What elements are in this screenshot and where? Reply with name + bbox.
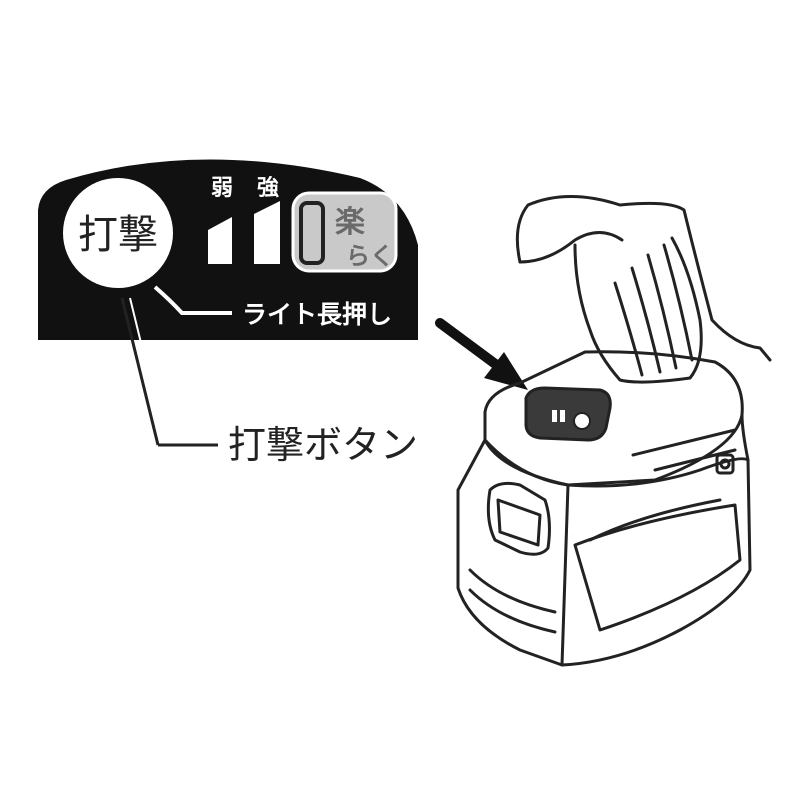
tool-impact-button (573, 412, 591, 430)
weak-label: 弱 (211, 176, 233, 201)
grip-line-4 (662, 243, 694, 362)
grip-line-1 (613, 281, 644, 377)
finger-line (518, 231, 624, 264)
arrow-shaft (435, 318, 503, 371)
weak-bar (208, 217, 232, 264)
impact-button (63, 178, 173, 288)
easy-mode-kanji: 楽 (335, 205, 365, 240)
battery-front-edge (483, 438, 570, 667)
battery-mid-ridge (566, 457, 750, 488)
impact-button-name: 打撃ボタン (228, 423, 418, 467)
grip-line-2 (630, 266, 662, 374)
hand-outline (515, 195, 772, 362)
strength-bars-icon (208, 201, 280, 264)
arrow-pointer (435, 318, 528, 390)
easy-mode-kana: らく (346, 242, 394, 270)
light-hold-label: ライト長押し (242, 300, 392, 329)
battery-body (456, 413, 752, 667)
tool-panel-bar-2 (560, 410, 565, 422)
callout-line-right (129, 297, 167, 446)
easy-mode-bar (299, 201, 325, 265)
battery-latch (486, 481, 551, 556)
arrow-head (484, 352, 528, 390)
battery-side-groove (588, 498, 722, 542)
strong-bar (254, 201, 280, 264)
impact-tool-illustration (456, 195, 772, 667)
battery-front-groove (468, 568, 557, 634)
tool-panel-bar-1 (552, 410, 557, 422)
strong-label: 強 (257, 175, 279, 201)
grip-outline (573, 236, 703, 384)
control-panel-closeup: 打撃 弱 強 楽 らく ライト長押し (38, 159, 418, 340)
battery-side-panel (573, 503, 742, 632)
button-callout: 打撃ボタン (120, 297, 418, 467)
callout-line-left (120, 297, 160, 446)
easy-mode-box (291, 191, 398, 273)
tool-control-panel (524, 386, 612, 442)
light-hold-leader (153, 285, 232, 315)
battery-latch-inner (496, 498, 542, 547)
easy-mode-icon: 楽 らく (291, 191, 398, 273)
impact-button-label: 打撃 (78, 212, 158, 258)
base-side-slot (631, 428, 737, 472)
